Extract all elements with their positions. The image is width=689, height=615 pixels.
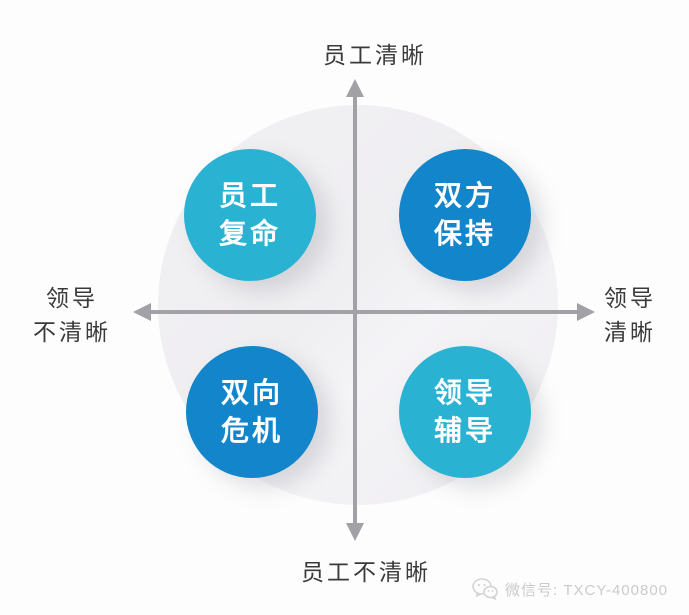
quadrant-label-line: 复命: [218, 218, 281, 249]
arrow-right-icon: [577, 303, 595, 321]
watermark: 微信号: TXCY-400800: [471, 577, 668, 601]
axis-label-employee-unclear: 员工不清晰: [301, 559, 431, 585]
watermark-text: 微信号: TXCY-400800: [505, 581, 669, 599]
quadrant-label-line: 领导: [433, 377, 496, 408]
quadrant-label-line: 保持: [433, 218, 496, 249]
axis-label-line: 领导: [46, 285, 98, 311]
wechat-icon: [471, 577, 499, 601]
axis-label-employee-clear: 员工清晰: [323, 42, 427, 68]
quadrant-circle-both-maintain: 双方 保持: [399, 149, 531, 281]
horizontal-axis: [150, 310, 578, 314]
quadrant-circle-mutual-crisis: 双向 危机: [186, 346, 318, 478]
quadrant-label-line: 双向: [220, 377, 283, 408]
quadrant-label-line: 员工: [218, 180, 281, 211]
quadrant-circle-employee-report: 员工 复命: [184, 149, 316, 281]
arrow-up-icon: [346, 79, 364, 97]
arrow-down-icon: [346, 523, 364, 541]
arrow-left-icon: [133, 303, 151, 321]
axis-label-leader-clear: 领导 清晰: [604, 281, 656, 349]
axis-label-line: 不清晰: [33, 319, 111, 345]
quadrant-label-line: 双方: [433, 180, 496, 211]
quadrant-label-line: 辅导: [433, 415, 496, 446]
quadrant-label-line: 危机: [220, 415, 283, 446]
quadrant-circle-leader-coach: 领导 辅导: [399, 346, 531, 478]
axis-label-line: 清晰: [604, 319, 656, 345]
axis-label-line: 领导: [604, 285, 656, 311]
axis-label-leader-unclear: 领导 不清晰: [33, 281, 111, 349]
